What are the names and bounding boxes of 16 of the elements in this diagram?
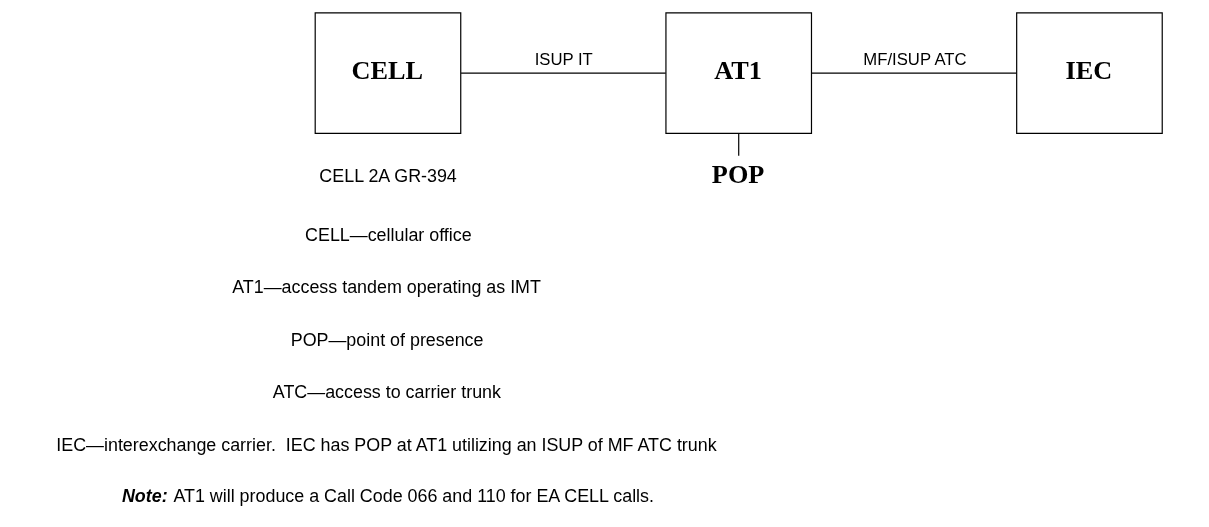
- label: ATC—access to carrier trunk: [272, 382, 501, 403]
- node-box: IEC: [1016, 12, 1163, 135]
- label: Note: AT1 will produce a Call Code 066 and 110 for EA CELL calls.: [121, 486, 655, 507]
- label: CELL 2A GR-394: [319, 165, 457, 186]
- connector: [738, 133, 740, 157]
- connector: [460, 72, 667, 74]
- label: POP—point of presence: [290, 329, 484, 350]
- node-box: AT1: [665, 12, 813, 135]
- node-text: POP: [711, 160, 765, 190]
- connector: [811, 72, 1018, 74]
- node-box: CELL: [314, 12, 462, 135]
- label: IEC—interexchange carrier. IEC has POP at AT1 utilizing an ISUP of MF ATC trunk: [56, 434, 717, 455]
- label: CELL—cellular office: [305, 224, 472, 245]
- edge-label: MF/ISUP ATC: [863, 50, 967, 70]
- label: AT1—access tandem operating as IMT: [232, 277, 541, 298]
- edge-label: ISUP IT: [534, 50, 593, 70]
